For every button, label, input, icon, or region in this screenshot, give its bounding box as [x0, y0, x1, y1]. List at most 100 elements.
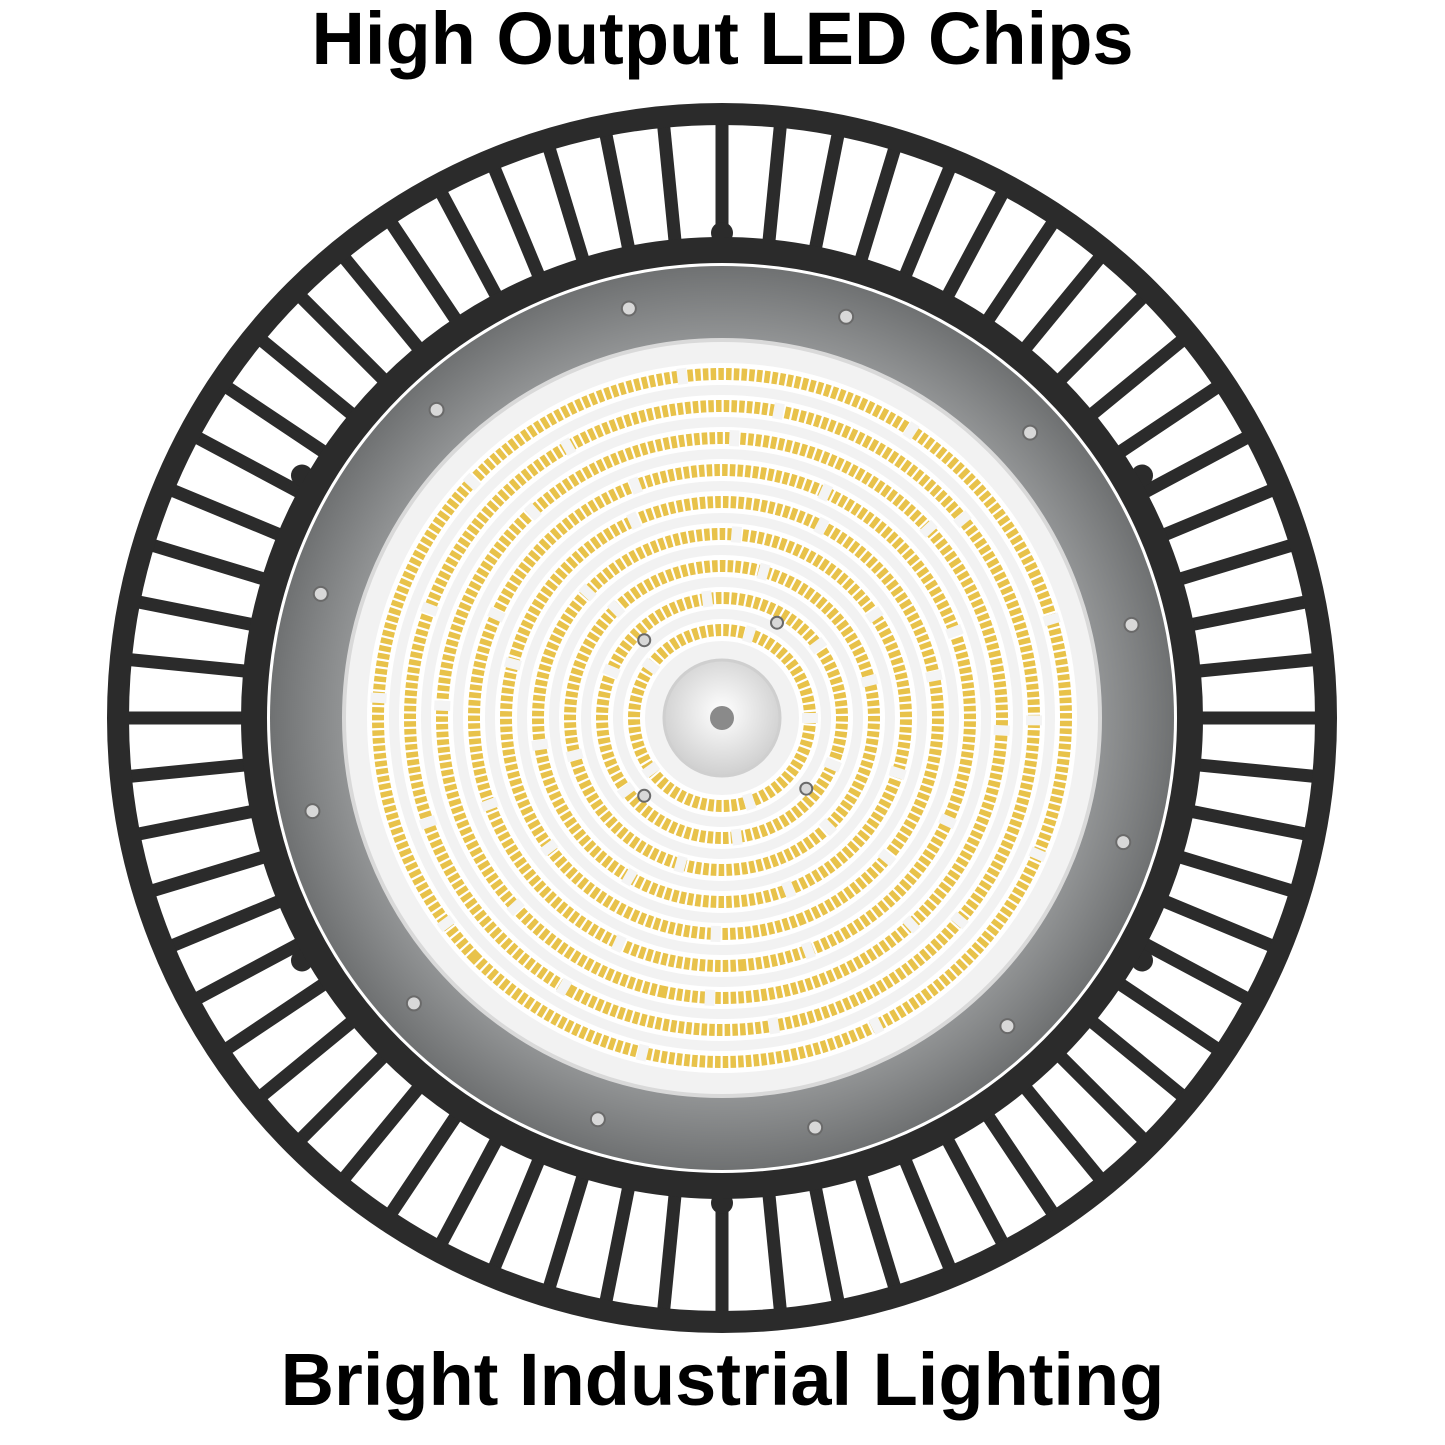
outer-ring	[107, 103, 1337, 1333]
led-ring-break	[559, 437, 577, 457]
led-ring-break	[730, 526, 742, 543]
led-ring-break	[503, 656, 522, 671]
led-ring-break	[902, 915, 921, 934]
led-ring-break	[801, 941, 816, 960]
screw-icon	[1123, 616, 1140, 633]
screw-icon	[999, 1018, 1016, 1035]
led-ring-break	[539, 838, 559, 857]
heat-sink-fin	[191, 430, 306, 500]
heat-sink-fin	[294, 1049, 391, 1146]
screw-icon	[807, 1119, 824, 1136]
heat-sink-fin	[940, 187, 1010, 302]
heat-sink-fin	[167, 894, 285, 953]
heat-sink-fin	[487, 1155, 546, 1273]
heat-sink-fin	[384, 217, 463, 326]
heat-sink-fin	[898, 1155, 957, 1273]
heat-sink-fin	[255, 1014, 359, 1103]
screw-icon	[1022, 424, 1039, 441]
heat-sink-fin	[1114, 977, 1223, 1056]
led-ring-break	[823, 757, 842, 773]
screw-icon	[620, 300, 637, 317]
led-chip-ring	[564, 560, 880, 876]
heat-sink-fin	[221, 977, 330, 1056]
heat-sink-fin	[384, 1110, 463, 1219]
led-ring-break	[1042, 612, 1061, 627]
led-ring-break	[772, 402, 785, 420]
screw-icon	[304, 803, 321, 820]
heat-sink-fin	[1138, 936, 1253, 1006]
heat-sink-fin	[853, 1171, 902, 1293]
heat-sink-fin	[434, 1134, 504, 1249]
heat-sink-fin	[1053, 1049, 1150, 1146]
led-ring-break	[555, 977, 573, 997]
heat-sink-fin	[808, 1183, 846, 1306]
heat-sink-fin	[808, 130, 846, 253]
heat-sink-fin	[126, 652, 249, 678]
heat-sink-fin	[294, 290, 391, 387]
led-ring-break	[808, 636, 828, 655]
heat-sink-fin	[1018, 251, 1107, 355]
heat-sink-fin	[221, 380, 330, 459]
led-ring-break	[523, 502, 542, 521]
led-ring-break	[818, 817, 838, 837]
led-ring-break	[641, 657, 661, 676]
led-ring-break	[434, 700, 451, 712]
screw-icon	[838, 308, 855, 325]
heat-sink-fin	[1138, 430, 1253, 500]
heat-sink-fin	[147, 849, 269, 898]
headline-bottom: Bright Industrial Lighting	[280, 1338, 1165, 1421]
heat-sink-fin	[434, 187, 504, 302]
led-ring-break	[1028, 846, 1048, 863]
led-ring-break	[462, 472, 482, 492]
heat-sink-fin	[1195, 652, 1318, 678]
screw-icon	[428, 401, 445, 418]
heat-sink-fin	[1085, 333, 1189, 422]
led-ring-break	[621, 867, 638, 887]
heat-sink-fin	[134, 594, 257, 632]
heat-sink-fin	[1187, 594, 1310, 632]
led-chip-ring	[499, 496, 944, 940]
heat-sink-fin	[1175, 538, 1297, 587]
screw-icons	[304, 300, 1140, 1136]
heat-sink-fin	[147, 538, 269, 587]
led-chip-ring	[404, 400, 1040, 1036]
heat-sink-fin	[1085, 1014, 1189, 1103]
heat-sink-fin	[167, 483, 285, 542]
screw-icon	[589, 1111, 606, 1128]
heat-sink-fin	[940, 1134, 1010, 1249]
led-ring-track	[495, 491, 949, 945]
heat-sink-fin	[487, 163, 546, 281]
heat-sink-fin	[255, 333, 359, 422]
led-ring-break	[767, 1016, 781, 1035]
heat-sink-fin	[542, 1171, 591, 1293]
led-ring-break	[860, 674, 879, 688]
heat-sink-fin	[191, 936, 306, 1006]
led-ring-break	[626, 511, 642, 531]
screw-icon	[770, 615, 784, 630]
heat-sink-fin	[1159, 894, 1277, 953]
led-ring-break	[701, 590, 714, 608]
screw-icon	[637, 788, 652, 803]
heat-sink-fin	[126, 758, 249, 784]
heat-sink-fin	[1195, 758, 1318, 784]
headline-top: High Output LED Chips	[311, 0, 1134, 80]
inner-frame-ring	[241, 237, 1203, 1199]
heat-sink-fin	[981, 217, 1060, 326]
screw-icon	[637, 633, 652, 648]
heat-sink-fin	[1053, 290, 1150, 387]
led-ring-break	[919, 519, 938, 538]
led-chip-rings	[367, 363, 1077, 1073]
heat-sink-fin	[598, 130, 636, 253]
led-ring-break	[565, 748, 584, 762]
led-ring-break	[602, 663, 621, 679]
led-chip-ring	[436, 432, 1008, 1004]
screw-icon	[312, 585, 329, 602]
heat-sink-fin	[337, 1081, 426, 1185]
led-ring-break	[480, 797, 499, 812]
heat-sink-fin	[656, 122, 682, 245]
heat-sink-fin	[1175, 849, 1297, 898]
led-ring-break	[728, 430, 740, 447]
led-ring-break	[676, 367, 689, 385]
led-ring-break	[813, 516, 830, 536]
